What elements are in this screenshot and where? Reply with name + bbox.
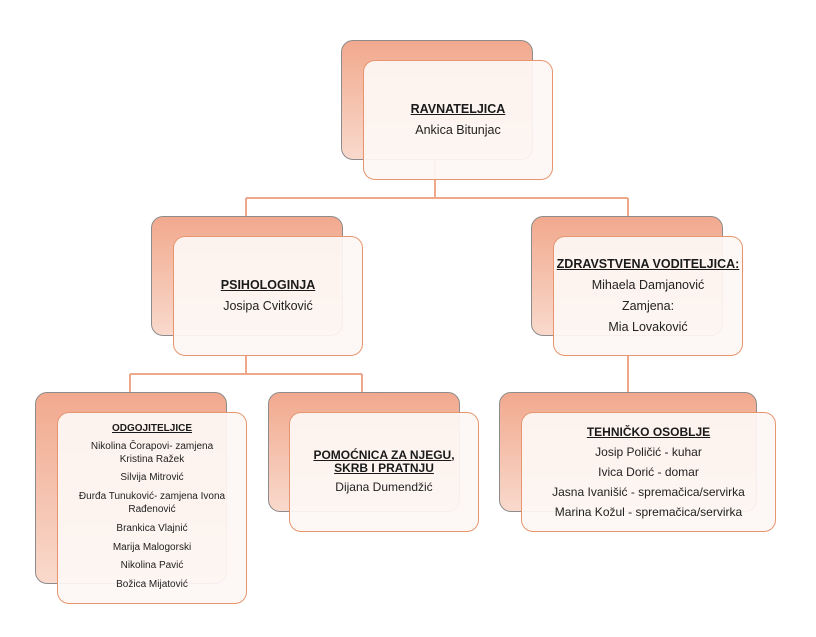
director-box: RAVNATELJICA Ankica Bitunjac [363,60,553,180]
technical-line-3: Jasna Ivanišić - spremačica/servirka [552,484,745,499]
technical-line-1: Josip Poličić - kuhar [595,444,702,459]
psychologist-name: Josipa Cvitković [223,299,313,313]
director-name: Ankica Bitunjac [415,123,501,137]
educator-1a: Nikolina Čorapovi- zamjena [90,440,214,452]
assistant-name: Dijana Dumendžić [335,479,433,494]
health-line-1: Mihaela Damjanović [591,278,705,292]
assistant-title: POMOĆNICA ZA NJEGU, SKRB I PRATNJU [313,447,455,475]
technical-line-4: Marina Kožul - spremačica/servirka [554,504,743,519]
psychologist-title: PSIHOLOGINJA [220,278,316,292]
technical-box: TEHNIČKO OSOBLJE Josip Poličić - kuhar I… [521,412,776,532]
educator-7: Božica Mijatović [116,579,188,591]
educator-5: Marija Malogorski [112,541,192,553]
educators-box: ODGOJITELJICE Nikolina Čorapovi- zamjena… [57,412,247,604]
assistant-box: POMOĆNICA ZA NJEGU, SKRB I PRATNJU Dijan… [289,412,479,532]
health-box: ZDRAVSTVENA VODITELJICA: Mihaela Damjano… [553,236,743,356]
psychologist-box: PSIHOLOGINJA Josipa Cvitković [173,236,363,356]
director-title: RAVNATELJICA [410,102,506,116]
health-title: ZDRAVSTVENA VODITELJICA: [556,257,740,271]
educator-6: Nikolina Pavić [120,560,184,572]
educator-3a: Đurđa Tunuković- zamjena Ivona [78,491,226,503]
health-line-3: Mia Lovaković [608,320,688,334]
health-line-2: Zamjena: [621,299,675,313]
educator-2: Silvija Mitrović [120,472,184,484]
educator-3b: Rađenović [128,503,176,515]
educator-1b: Kristina Ražek [119,453,185,465]
educator-4: Brankica Vlajnić [116,522,188,534]
technical-title: TEHNIČKO OSOBLJE [586,424,711,439]
educators-title: ODGOJITELJICE [111,423,192,434]
technical-line-2: Ivica Dorić - domar [598,464,699,479]
